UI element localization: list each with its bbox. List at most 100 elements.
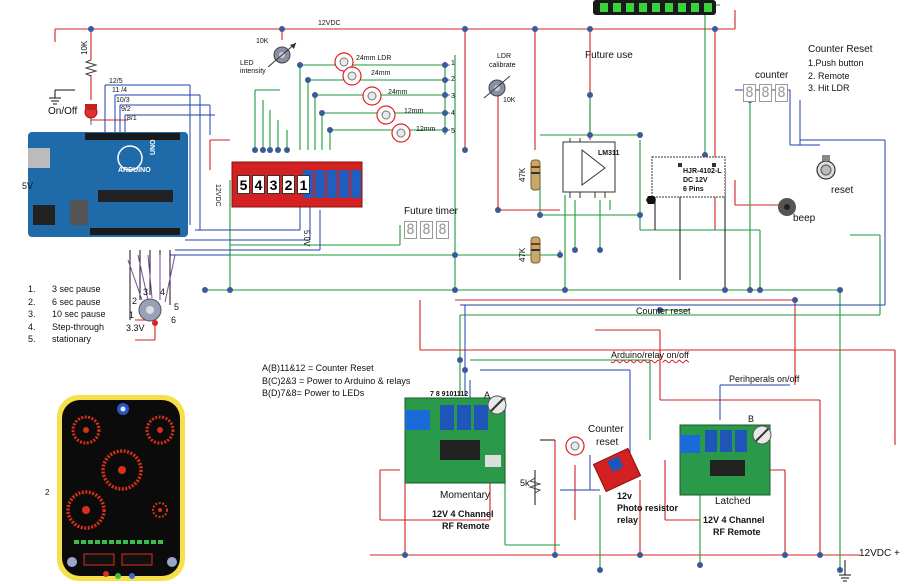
wire-label-8-1: 8/1 bbox=[127, 115, 137, 122]
counter-label: counter bbox=[755, 70, 789, 81]
photo-relay-caption-2: reset bbox=[596, 437, 619, 448]
top-rail-label: 12VDC bbox=[318, 20, 341, 27]
on-off-switch[interactable] bbox=[84, 104, 98, 125]
selector-pos-5: 5 bbox=[174, 302, 180, 312]
ldr-num-1: 1 bbox=[451, 60, 455, 67]
red-12v-wires bbox=[54, 10, 896, 556]
hjr-line1: HJR-4102-L bbox=[683, 168, 722, 175]
selector-pos-4: 4 bbox=[160, 287, 166, 297]
rf-code-legend: A(B)11&12 = Counter Reset B(C)2&3 = Powe… bbox=[262, 362, 410, 400]
arduino-5v-label: 5V bbox=[22, 181, 34, 191]
hjr-relay bbox=[646, 156, 726, 204]
list-item: 4.Step-through bbox=[28, 321, 105, 332]
arduino-brand: ARDUINO bbox=[118, 167, 151, 174]
seven-seg-digit: 8 bbox=[420, 221, 433, 239]
counter-reset-opt2: 2. Remote bbox=[808, 71, 850, 81]
black-ground-wires bbox=[49, 89, 851, 582]
resistors-47k bbox=[530, 159, 541, 264]
wire-label-12-5: 12/5 bbox=[109, 78, 123, 85]
counter-reset-opt1: 1.Push button bbox=[808, 58, 864, 68]
bottom-rail-label: 12VDC + bbox=[859, 548, 900, 559]
relay-digit: 2 bbox=[282, 175, 295, 194]
led-strip bbox=[593, 0, 716, 15]
seven-seg-digit: 8 bbox=[404, 221, 417, 239]
relay-channel-numbers: 5 4 3 2 1 bbox=[237, 175, 310, 194]
list-item: 3.10 sec pause bbox=[28, 309, 106, 320]
resistor-10k-label: 10K bbox=[80, 40, 89, 55]
seven-seg-digit: 8 bbox=[436, 221, 449, 239]
photo-relay-title-1: 12v bbox=[617, 491, 633, 501]
momentary-caption: Momentary bbox=[440, 490, 491, 501]
resistor-5k-label: 5k bbox=[520, 478, 530, 488]
mode-selector-switch[interactable] bbox=[138, 298, 162, 326]
r-bottom-label: 47K bbox=[518, 247, 527, 262]
seven-seg-digit: 8 bbox=[775, 84, 788, 102]
photo-relay-title-3: relay bbox=[617, 515, 639, 525]
blue-signal-wires bbox=[104, 84, 886, 491]
net-arduino-relay: Arduino/relay on/off bbox=[611, 350, 689, 360]
momentary-pins: 7 8 9101112 bbox=[430, 391, 469, 398]
wire-label-10-3: 10/3 bbox=[116, 97, 130, 104]
wire-label-11-4: 11 /4 bbox=[112, 87, 128, 94]
on-off-label: On/Off bbox=[48, 106, 78, 117]
ldr-4-label: 12mm bbox=[404, 108, 424, 115]
latched-title-2: RF Remote bbox=[713, 527, 761, 537]
ldr-sensors bbox=[334, 52, 411, 143]
list-item: 1.3 sec pause bbox=[28, 284, 101, 294]
led-pot-value: 10K bbox=[256, 38, 269, 45]
hjr-line2: DC 12V bbox=[683, 177, 708, 184]
relay-digit: 4 bbox=[252, 175, 265, 194]
net-counter-reset: Counter reset bbox=[636, 306, 691, 316]
hjr-line3: 6 Pins bbox=[683, 186, 704, 193]
rail-5v-label: 5.0V bbox=[302, 230, 311, 247]
remote-a-icon bbox=[487, 395, 507, 415]
junction-nodes bbox=[88, 26, 843, 573]
ldr-3-label: 24mm bbox=[388, 89, 408, 96]
future-use-label: Future use bbox=[585, 50, 633, 61]
relay-12v-label: 12VDC bbox=[214, 184, 221, 207]
counter-reset-title: Counter Reset bbox=[808, 44, 873, 55]
arduino-model: UNO bbox=[150, 139, 157, 155]
lm311-label: LM311 bbox=[598, 150, 620, 157]
momentary-title-1: 12V 4 Channel bbox=[432, 509, 494, 519]
ldr-num-4: 4 bbox=[451, 110, 455, 117]
photo-relay-title-2: Photo resistor bbox=[617, 503, 679, 513]
selector-pos-6: 6 bbox=[171, 315, 177, 325]
selector-pos-3: 3 bbox=[143, 287, 149, 297]
photo-resistor-relay bbox=[592, 447, 642, 493]
ldr-num-3: 3 bbox=[451, 93, 455, 100]
ldr-calibrate-line1: LDR bbox=[497, 53, 512, 60]
photo-relay-caption-1: Counter bbox=[588, 424, 624, 435]
rf-code-line: B(D)7&8= Power to LEDs bbox=[262, 388, 365, 398]
ldr-5-label: 12mm bbox=[416, 126, 436, 133]
led-pot-caption-2: intensity bbox=[240, 68, 266, 75]
ldr-num-2: 2 bbox=[451, 76, 455, 83]
counter-reset-opt3: 3. Hit LDR bbox=[808, 83, 850, 93]
panel-side-label: 2 bbox=[45, 488, 50, 497]
selector-pos-2: 2 bbox=[132, 296, 138, 306]
net-peripherals: Perihperals on/off bbox=[729, 374, 800, 384]
remote-b-letter: B bbox=[748, 414, 755, 424]
list-item: 2.6 sec pause bbox=[28, 296, 101, 307]
relay-digit: 5 bbox=[237, 175, 250, 194]
remote-b-icon bbox=[752, 425, 772, 445]
resistor-5k-icon bbox=[528, 477, 542, 494]
reset-button[interactable] bbox=[816, 155, 836, 180]
ldr-num-5: 5 bbox=[451, 128, 455, 135]
ldr-2-label: 24mm bbox=[371, 70, 391, 77]
ldr-calibrate-pot[interactable] bbox=[483, 75, 511, 99]
rf-code-line: A(B)11&12 = Counter Reset bbox=[262, 363, 374, 373]
arduino-board bbox=[28, 132, 188, 237]
selector-wires bbox=[127, 254, 176, 303]
seven-seg-digit: 8 bbox=[759, 84, 772, 102]
lm311-comparator bbox=[562, 138, 616, 198]
led-intensity-pot[interactable] bbox=[267, 42, 297, 68]
list-item: 5.stationary bbox=[28, 334, 92, 345]
relay-digit: 3 bbox=[267, 175, 280, 194]
resistor-10k-icon bbox=[84, 59, 98, 77]
rf-code-line: B(C)2&3 = Power to Arduino & relays bbox=[262, 375, 411, 386]
beep-label: beep bbox=[793, 213, 816, 224]
wire-label-9-2: 9/2 bbox=[121, 106, 131, 113]
